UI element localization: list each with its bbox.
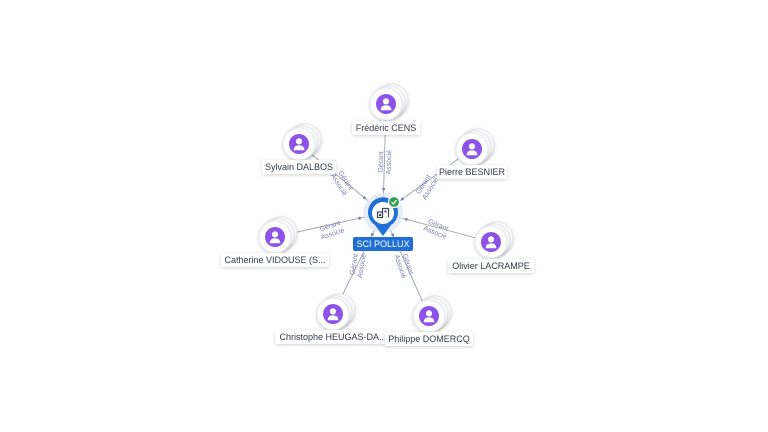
company-node[interactable]: SCI POLLUX: [353, 193, 413, 251]
person-name: Christophe HEUGAS-DA...: [279, 332, 386, 342]
person-icon: [462, 139, 482, 159]
edge-arrow-sylvain-dalbos: [363, 196, 366, 200]
person-node-philippe-domercq[interactable]: Philippe DOMERCQ: [385, 295, 473, 346]
edge-arrow-frederic-cens: [382, 187, 386, 191]
person-node-pierre-besnier[interactable]: Pierre BESNIER: [437, 128, 507, 179]
edge-arrow-olivier-lacrampe: [404, 217, 408, 221]
nodes-layer: Frédéric CENS Sylvain DALBOS Pierre BESNIE…: [221, 83, 534, 346]
person-label: Philippe DOMERCQ: [385, 332, 473, 346]
company-name: SCI POLLUX: [356, 239, 409, 249]
edge-role-associe: Associé: [386, 150, 394, 175]
person-name: Catherine VIDOUSE (S...: [224, 255, 325, 265]
person-label: Sylvain DALBOS: [262, 160, 336, 174]
person-label: Christophe HEUGAS-DA...: [275, 330, 391, 344]
person-name: Sylvain DALBOS: [265, 162, 333, 172]
edge-arrow-philippe-domercq: [391, 233, 395, 237]
building-icon: [376, 207, 390, 219]
center-node-layer: SCI POLLUX: [353, 193, 413, 251]
person-icon: [419, 306, 439, 326]
edge-arrow-christophe-heugas: [370, 233, 374, 236]
person-icon: [481, 232, 501, 252]
person-node-catherine-vidouse[interactable]: Catherine VIDOUSE (S...: [221, 216, 329, 267]
edge-arrow-catherine-vidouse: [358, 216, 361, 220]
person-node-olivier-lacrampe[interactable]: Olivier LACRAMPE: [448, 221, 534, 273]
check-icon: [387, 195, 401, 209]
person-label: Frédéric CENS: [352, 121, 420, 135]
person-icon: [323, 304, 343, 324]
edge-role-gerant: Gérant: [349, 253, 360, 275]
person-node-christophe-heugas[interactable]: Christophe HEUGAS-DA...: [275, 293, 391, 344]
person-name: Olivier LACRAMPE: [452, 261, 530, 271]
person-icon: [376, 94, 396, 114]
edge-role-gerant: Gérant: [378, 151, 386, 173]
edge-arrow-pierre-besnier: [401, 197, 404, 201]
person-name: Pierre BESNIER: [439, 167, 506, 177]
person-label: Pierre BESNIER: [437, 165, 507, 179]
person-icon: [289, 134, 309, 154]
person-name: Philippe DOMERCQ: [388, 334, 470, 344]
edge-role-associe: Associé: [357, 253, 368, 278]
person-icon: [265, 227, 285, 247]
person-label: Catherine VIDOUSE (S...: [221, 253, 329, 267]
person-node-frederic-cens[interactable]: Frédéric CENS: [352, 83, 420, 135]
company-label: SCI POLLUX: [353, 237, 413, 251]
person-node-sylvain-dalbos[interactable]: Sylvain DALBOS: [262, 123, 336, 174]
person-label: Olivier LACRAMPE: [448, 259, 534, 273]
person-name: Frédéric CENS: [356, 123, 417, 133]
